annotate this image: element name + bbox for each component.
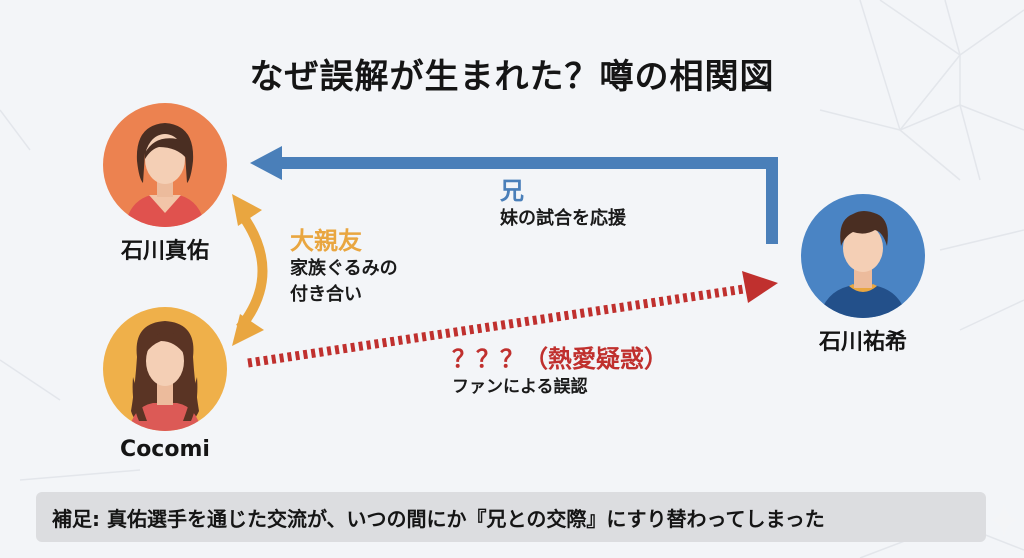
- supplementary-note-text: 補足: 真佑選手を通じた交流が、いつの間にか『兄との交際』にすり替わってしまった: [52, 506, 825, 531]
- rumor-relation-label: ？？？（熱愛疑惑） ファンによる誤認: [452, 344, 668, 400]
- person-yuki: 石川祐希: [783, 194, 943, 356]
- brother-arrow: [250, 146, 778, 244]
- female-short-hair-avatar-icon: [103, 103, 227, 227]
- page-title: なぜ誤解が生まれた？噂の相関図: [249, 56, 775, 97]
- brother-relation-title: 兄: [500, 177, 524, 205]
- sparkle-icon: [990, 502, 1018, 538]
- male-avatar-icon: [801, 194, 925, 318]
- person-mayu: 石川真佑: [85, 103, 245, 265]
- person-name-mayu: 石川真佑: [120, 239, 209, 264]
- best-friend-relation-subtitle-line1: 家族ぐるみの: [290, 258, 398, 279]
- best-friend-relation-label: 大親友 家族ぐるみの 付き合い: [290, 226, 398, 308]
- person-cocomi: Cocomi: [85, 307, 245, 462]
- rumor-arrow: [247, 271, 778, 368]
- brother-relation-subtitle: 妹の試合を応援: [500, 208, 626, 229]
- person-name-yuki: 石川祐希: [818, 330, 907, 355]
- brother-relation-label: 兄 妹の試合を応援: [500, 176, 626, 232]
- supplementary-note: 補足: 真佑選手を通じた交流が、いつの間にか『兄との交際』にすり替わってしまった: [36, 492, 986, 542]
- best-friend-arrow: [232, 194, 268, 346]
- female-long-hair-avatar-icon: [103, 307, 227, 431]
- best-friend-relation-title: 大親友: [290, 227, 362, 255]
- best-friend-relation-subtitle-line2: 付き合い: [290, 284, 362, 305]
- rumor-relation-subtitle: ファンによる誤認: [452, 377, 588, 397]
- person-name-cocomi: Cocomi: [120, 437, 210, 462]
- rumor-relation-title: ？？？（熱愛疑惑）: [452, 345, 668, 373]
